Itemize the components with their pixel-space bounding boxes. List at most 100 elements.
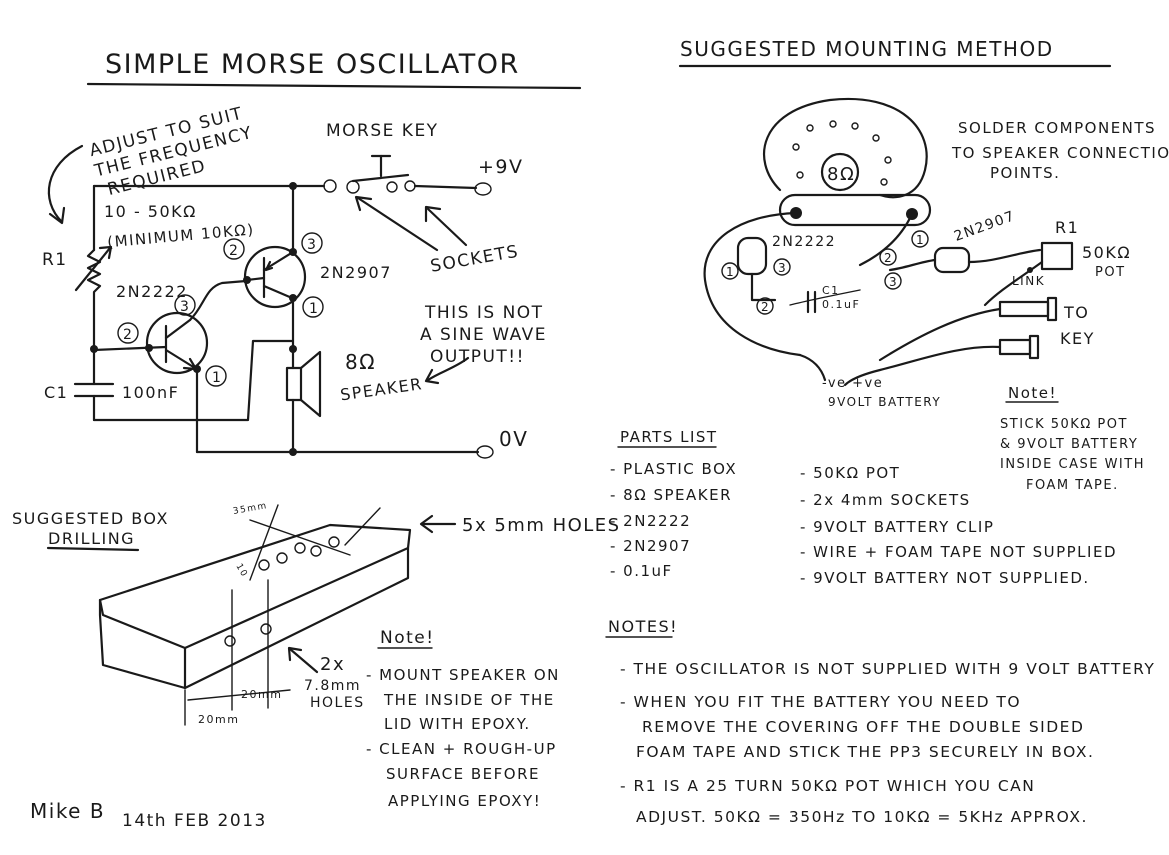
svg-text:KEY: KEY (1060, 329, 1095, 348)
left-title: SIMPLE MORSE OSCILLATOR (105, 49, 520, 80)
pin-label-t1-1 (205, 365, 227, 387)
svg-text:- WIRE + FOAM TAPE NOT SUPPLIE: - WIRE + FOAM TAPE NOT SUPPLIED (800, 543, 1117, 561)
holes2-label: 2x (320, 654, 345, 675)
holes5-label: 5x 5mm HOLES (462, 515, 621, 536)
parts-col2: - 50KΩ POT - 2x 4mm SOCKETS - 9VOLT BATT… (800, 464, 1117, 587)
plus9v-label: +9V (478, 156, 524, 178)
svg-text:THE INSIDE OF THE: THE INSIDE OF THE (383, 691, 555, 709)
mount-c1-label: C1 (822, 284, 840, 297)
svg-text:FOAM TAPE AND STICK THE PP3 SE: FOAM TAPE AND STICK THE PP3 SECURELY IN … (636, 743, 1094, 761)
svg-text:SPEAKER: SPEAKER (339, 374, 424, 404)
svg-text:1: 1 (309, 301, 319, 317)
mount-battery-label: -ve +ve (822, 376, 883, 391)
mount-pin-1b (911, 230, 929, 248)
mount-pin-2 (756, 297, 774, 315)
dim-20mm-a: 20mm (198, 713, 239, 726)
svg-text:POINTS.: POINTS. (990, 164, 1060, 182)
svg-text:- WHEN YOU FIT THE BATTERY YOU: - WHEN YOU FIT THE BATTERY YOU NEED TO (620, 693, 1021, 711)
pin-label-t2-3 (301, 232, 323, 254)
t2-label: 2N2907 (320, 263, 392, 282)
signature: Mike B (30, 799, 105, 823)
svg-text:- 2N2222: - 2N2222 (610, 512, 691, 530)
t1-label: 2N2222 (116, 282, 188, 301)
svg-text:HOLES: HOLES (310, 695, 365, 711)
svg-text:- PLASTIC BOX: - PLASTIC BOX (610, 460, 737, 478)
dim-20mm-b: 20mm (241, 688, 282, 701)
svg-text:- 2N2907: - 2N2907 (610, 537, 691, 555)
svg-text:1: 1 (212, 370, 222, 386)
svg-text:7.8mm: 7.8mm (304, 678, 361, 694)
svg-text:0.1uF: 0.1uF (822, 298, 860, 311)
pin-label-t2-2 (223, 238, 245, 260)
wire-t1-collector (188, 279, 248, 322)
mount-pin-2b (879, 248, 897, 266)
svg-text:9VOLT BATTERY: 9VOLT BATTERY (828, 395, 941, 409)
stick-note-title: Note! (1008, 384, 1057, 402)
pin-label-t2-1 (302, 296, 324, 318)
left-title-underline (86, 82, 582, 90)
key-lever (351, 173, 410, 183)
mount-t2-label: 2N2907 (952, 208, 1018, 245)
svg-text:1: 1 (726, 265, 735, 279)
svg-text:3: 3 (889, 275, 898, 289)
svg-text:POT: POT (1095, 265, 1126, 280)
svg-text:3: 3 (180, 299, 190, 315)
svg-text:- 9VOLT BATTERY NOT SUPPLIED.: - 9VOLT BATTERY NOT SUPPLIED. (800, 569, 1090, 587)
mount-pin-1 (721, 262, 739, 280)
right-title: SUGGESTED MOUNTING METHOD (680, 37, 1054, 61)
c1-value: 100nF (122, 383, 179, 402)
adjust-note: ADJUST TO SUIT THE FREQUENCY REQUIRED (88, 104, 255, 200)
c1-label: C1 (44, 383, 68, 402)
socket-2 (346, 180, 360, 194)
box-note-title: Note! (380, 628, 435, 648)
r1-value: 10 - 50KΩ (104, 202, 197, 221)
mount-t1-label: 2N2222 (772, 234, 836, 250)
svg-text:TO SPEAKER CONNECTION: TO SPEAKER CONNECTION (951, 144, 1169, 162)
mounting-wiring (703, 211, 1074, 387)
dim-10: 10 (233, 562, 249, 580)
key-contact-2 (404, 180, 416, 192)
svg-text:- 2x 4mm SOCKETS: - 2x 4mm SOCKETS (800, 491, 971, 509)
svg-text:OUTPUT!!: OUTPUT!! (430, 347, 525, 367)
morse-key-label: MORSE KEY (326, 121, 439, 141)
not-sine-note: THIS IS NOT (424, 303, 544, 323)
svg-text:- THE OSCILLATOR IS NOT SUPPLI: - THE OSCILLATOR IS NOT SUPPLIED WITH 9 … (620, 660, 1155, 678)
svg-text:2: 2 (123, 327, 133, 343)
sockets-arrow-1 (356, 196, 439, 252)
not-sine-arrow (426, 356, 470, 382)
svg-text:2: 2 (229, 243, 239, 259)
mount-pin-3 (773, 258, 791, 276)
plus9v-terminal (474, 182, 492, 196)
svg-text:LID WITH EPOXY.: LID WITH EPOXY. (384, 715, 531, 733)
wire-feedback (196, 339, 295, 422)
box-sketch (98, 504, 412, 726)
svg-text:APPLYING EPOXY!: APPLYING EPOXY! (388, 792, 541, 810)
svg-text:- MOUNT SPEAKER ON: - MOUNT SPEAKER ON (366, 666, 560, 684)
svg-text:ADJUST. 50KΩ = 350Hz TO 10KΩ =: ADJUST. 50KΩ = 350Hz TO 10KΩ = 5KHz APPR… (636, 808, 1088, 826)
mount-r1-label: R1 (1055, 218, 1079, 237)
mount-link-label: LINK (1012, 274, 1045, 288)
solder-note: SOLDER COMPONENTS (958, 119, 1156, 137)
notes-title: NOTES! (608, 617, 678, 636)
box-note-lines: - MOUNT SPEAKER ON THE INSIDE OF THE LID… (366, 666, 560, 810)
key-contact-1 (386, 181, 398, 193)
dim-35mm: 35mm (232, 501, 268, 517)
svg-text:3: 3 (778, 261, 787, 275)
svg-text:- R1 IS A 25 TURN 50KΩ POT WHI: - R1 IS A 25 TURN 50KΩ POT WHICH YOU CAN (620, 777, 1035, 795)
speaker-label: 8Ω (345, 350, 376, 374)
mount-pot-label: 50KΩ (1082, 243, 1131, 262)
0v-label: 0V (499, 427, 528, 451)
parts-col1: - PLASTIC BOX - 8Ω SPEAKER - 2N2222 - 2N… (610, 460, 737, 580)
svg-text:1: 1 (916, 233, 925, 247)
pin-label-t1-2 (117, 322, 139, 344)
sockets-arrow-2 (426, 207, 468, 247)
socket-1 (323, 179, 337, 193)
svg-text:DRILLING: DRILLING (48, 529, 135, 548)
notes-lines: - THE OSCILLATOR IS NOT SUPPLIED WITH 9 … (620, 660, 1155, 826)
svg-text:REMOVE THE COVERING OFF THE DO: REMOVE THE COVERING OFF THE DOUBLE SIDED (642, 718, 1084, 736)
mount-tokey-label: TO (1063, 303, 1089, 322)
r1-label: R1 (42, 250, 68, 270)
wire-t1-base (92, 345, 168, 352)
svg-text:3: 3 (307, 237, 317, 253)
